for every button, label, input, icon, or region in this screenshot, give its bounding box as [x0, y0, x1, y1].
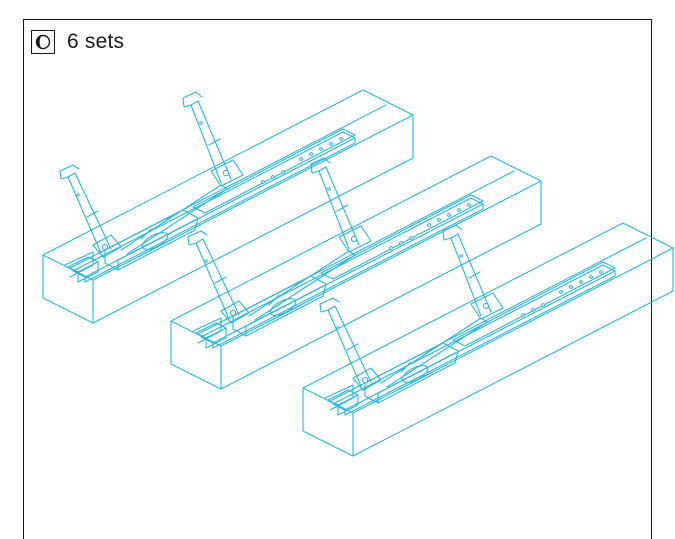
assembly-illustration: [42, 89, 674, 457]
base-assembly-2: [170, 155, 542, 390]
half-moon-icon: [31, 30, 55, 54]
base-assembly-1: [42, 89, 414, 324]
panel-frame: [23, 19, 652, 539]
quantity-header: 6 sets: [31, 28, 124, 56]
quantity-label: 6 sets: [67, 30, 125, 53]
base-assembly-3: [302, 222, 674, 457]
